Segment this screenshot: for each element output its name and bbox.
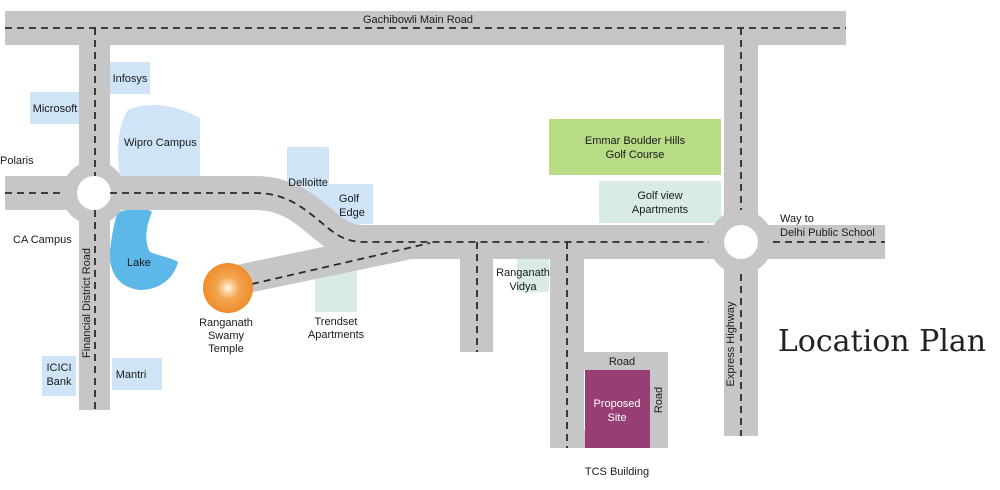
lake-area: [109, 209, 178, 290]
west-roundabout-island: [77, 176, 111, 210]
temple-label-line2: Swamy: [208, 330, 245, 342]
golf-edge-label-line1: Golf: [339, 193, 360, 205]
gachibowli-road-label: Gachibowli Main Road: [363, 14, 473, 26]
wipro-curve-centerline: [110, 192, 709, 243]
golf-view-apartments-block: [599, 181, 721, 223]
golf-edge-label-line2: Edge: [339, 207, 365, 219]
page-title: Location Plan: [778, 324, 986, 359]
infosys-label: Infosys: [113, 73, 148, 85]
temple-road: [224, 225, 434, 297]
microsoft-block: [30, 92, 80, 124]
tcs-building-label: TCS Building: [585, 466, 649, 478]
emmar-golf-course-block: [549, 119, 721, 175]
delloitte-label: Delloitte: [288, 177, 328, 189]
ranganath-vidya-label-line1: Ranganath: [496, 267, 550, 279]
proposed-site-label-line2: Site: [608, 412, 627, 424]
site-right-road: [650, 352, 668, 448]
temple-road-centerline: [251, 242, 431, 285]
ranganath-swamy-temple-marker[interactable]: [203, 263, 253, 313]
way-to-label-line2: Delhi Public School: [780, 227, 875, 239]
proposed-site-block[interactable]: [585, 370, 650, 448]
east-roundabout-island: [724, 225, 758, 259]
infosys-block: [110, 62, 150, 94]
site-right-road-label: Road: [653, 387, 665, 413]
icici-bank-label-line1: ICICI: [46, 362, 71, 374]
wipro-campus-label: Wipro Campus: [124, 137, 197, 149]
microsoft-label: Microsoft: [33, 103, 78, 115]
temple-label-line1: Ranganath: [199, 317, 253, 329]
site-top-road: [550, 352, 668, 370]
lake-label: Lake: [127, 257, 151, 269]
wipro-campus-area: [118, 104, 200, 180]
ranganath-vidya-label-line2: Vidya: [509, 281, 537, 293]
temple-label-line3: Temple: [208, 343, 243, 355]
golf-view-label-line1: Golf view: [637, 190, 682, 202]
golf-view-label-line2: Apartments: [632, 204, 689, 216]
trendset-label-line2: Apartments: [308, 329, 365, 341]
icici-bank-label-line2: Bank: [46, 376, 72, 388]
ranganath-vidya-block: [517, 258, 549, 292]
icici-bank-block: [42, 356, 76, 396]
site-top-road-label: Road: [609, 356, 635, 368]
trendset-label-line1: Trendset: [314, 316, 357, 328]
emmar-label-line1: Emmar Boulder Hills: [585, 135, 686, 147]
polaris-label: Polaris: [0, 155, 34, 167]
emmar-label-line2: Golf Course: [606, 149, 665, 161]
mantri-label: Mantri: [116, 369, 147, 381]
express-highway-label: Express Highway: [725, 301, 737, 386]
mantri-block: [112, 358, 162, 390]
financial-district-road-label: Financial District Road: [81, 248, 93, 358]
ca-campus-label: CA Campus: [13, 234, 72, 246]
proposed-site-label-line1: Proposed: [593, 398, 640, 410]
way-to-label-line1: Way to: [780, 213, 814, 225]
